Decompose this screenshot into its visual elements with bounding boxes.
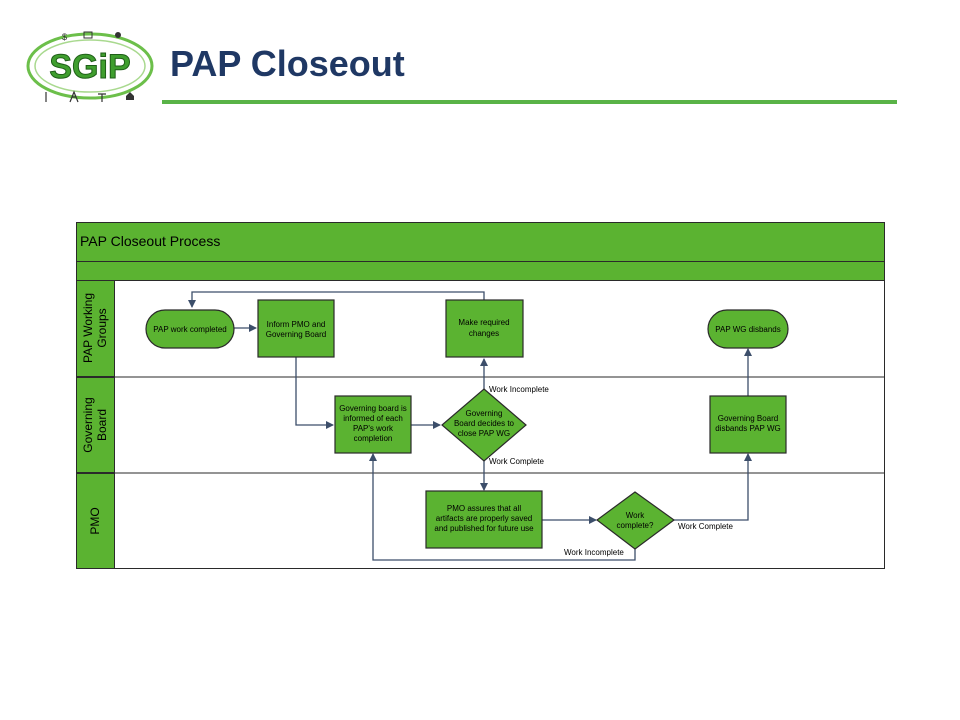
node-board-decides: [441, 388, 527, 462]
node-board-disbands-line2: disbands PAP WG: [715, 424, 781, 433]
edge-label-work-incomplete-1: Work Incomplete: [489, 385, 549, 394]
diagram-title: PAP Closeout Process: [80, 233, 220, 249]
lane-label-pap-line1: PAP Working: [81, 293, 95, 363]
lane-header-pmo: [76, 473, 115, 569]
lane-label-pmo: PMO: [88, 507, 102, 534]
node-board-decides-line1: Governing: [466, 409, 503, 418]
node-pmo-assures-line3: and published for future use: [434, 524, 534, 533]
bulb-icon: [115, 32, 121, 38]
node-board-disbands: [709, 395, 787, 454]
edge-label-work-complete-2: Work Complete: [678, 522, 734, 531]
node-work-complete-line1: Work: [626, 511, 646, 520]
node-make-changes-line2: changes: [469, 329, 499, 338]
logo-text: SGiP: [49, 48, 130, 86]
diagram-subheader: [76, 261, 885, 281]
edge-inform-to-board: [295, 357, 334, 429]
lane-label-pap-line2: Groups: [95, 308, 109, 347]
pole-icon: [98, 93, 106, 102]
sgip-logo: SGiP $: [26, 31, 154, 103]
house-icon: [126, 92, 134, 100]
node-pmo-assures: [425, 490, 543, 549]
dollar-icon: $: [62, 32, 67, 42]
node-board-informed-line2: informed of each: [343, 414, 403, 423]
lane-label-gb-line2: Board: [95, 409, 109, 441]
node-work-complete-line2: complete?: [617, 521, 654, 530]
monitor-icon: [83, 31, 93, 39]
node-inform-pmo-line2: Governing Board: [266, 330, 326, 339]
node-wg-disbands-text: PAP WG disbands: [715, 325, 781, 334]
lane-label-gb-line1: Governing: [81, 397, 95, 452]
closeout-process-diagram: PAP Closeout Process PAP Working Groups …: [76, 222, 885, 569]
node-pmo-assures-line1: PMO assures that all: [447, 504, 521, 513]
logo-ring: [26, 32, 154, 100]
node-board-disbands-line1: Governing Board: [718, 414, 778, 423]
title-divider: [162, 100, 897, 104]
node-make-changes-line1: Make required: [458, 318, 509, 327]
edge-label-work-incomplete-2: Work Incomplete: [564, 548, 624, 557]
tower-icon: [69, 90, 79, 103]
node-board-decides-line3: close PAP WG: [458, 429, 510, 438]
edge-changes-to-work: [188, 291, 485, 308]
node-board-informed-line4: completion: [354, 434, 393, 443]
node-pmo-assures-line2: artifacts are properly saved: [436, 514, 533, 523]
lane-header-pap-working-groups: [76, 280, 115, 377]
node-inform-pmo: [257, 299, 335, 358]
node-board-informed: [334, 395, 412, 454]
node-pap-work-completed-text: PAP work completed: [153, 325, 227, 334]
node-work-complete-check: [595, 491, 676, 550]
edge-label-work-complete-1: Work Complete: [489, 457, 545, 466]
node-board-informed-line3: PAP's work: [353, 424, 394, 433]
node-board-informed-line1: Governing board is: [339, 404, 407, 413]
diagram-header: [76, 222, 885, 262]
edge-check-to-disband: [674, 453, 752, 521]
node-wg-disbands: [707, 309, 789, 349]
node-make-changes: [445, 299, 524, 358]
edge-check-to-board: [369, 453, 636, 561]
node-inform-pmo-line1: Inform PMO and: [267, 320, 326, 329]
node-board-decides-line2: Board decides to: [454, 419, 515, 428]
lane-header-governing-board: [76, 377, 115, 473]
node-pap-work-completed: [145, 309, 235, 349]
page-title: PAP Closeout: [170, 43, 405, 84]
